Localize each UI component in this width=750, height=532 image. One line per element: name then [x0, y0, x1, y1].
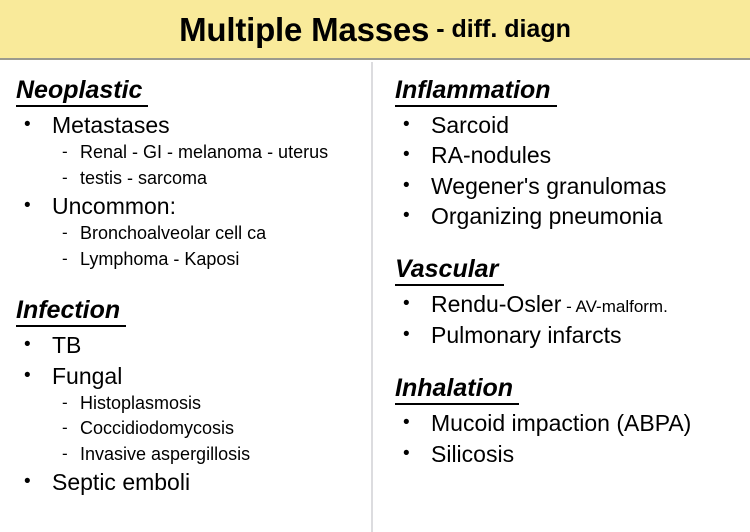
list-item-label: Silicosis [431, 440, 515, 467]
sub-list-item: -testis - sarcoma [16, 166, 365, 191]
bullet-list: •TB•Fungal-Histoplasmosis-Coccidiodomyco… [16, 330, 365, 497]
list-item-label: Organizing pneumonia [431, 203, 663, 230]
list-item-label: Mucoid impaction (ABPA) [431, 410, 692, 437]
list-item: • RA-nodules [395, 140, 744, 170]
bullet-icon: • [24, 471, 31, 493]
sub-list-item-label: Coccidiodomycosis [80, 418, 235, 439]
list-item-label: Septic emboli [52, 469, 191, 496]
list-item: • Uncommon: [16, 191, 365, 221]
sub-list-item: -Invasive aspergillosis [16, 442, 365, 467]
bullet-list: • Mucoid impaction (ABPA) • Silicosis [395, 408, 744, 469]
section-heading: Inflammation [395, 76, 557, 107]
list-item: • Rendu-Osler - AV-malform. [395, 289, 744, 319]
bullet-icon: • [403, 205, 410, 227]
sub-list-item: -Lymphoma - Kaposi [16, 247, 365, 272]
section-neoplastic: Neoplastic•Metastases-Renal - GI - melan… [16, 76, 365, 272]
section-spacer [16, 272, 365, 296]
list-item-label: Pulmonary infarcts [431, 321, 622, 348]
list-item: • Pulmonary infarcts [395, 320, 744, 350]
bullet-icon: • [24, 334, 31, 356]
bullet-icon: • [403, 412, 410, 434]
bullet-icon: • [24, 364, 31, 386]
list-item-label: Fungal [52, 362, 123, 389]
list-item-label: Sarcoid [431, 112, 509, 138]
bullet-list: • Rendu-Osler - AV-malform. • Pulmonary inf… [395, 289, 744, 350]
section-heading: Vascular [395, 255, 505, 287]
column-divider [371, 62, 373, 532]
section-inflammation: Inflammation • Sarcoid • RA-nodules • Wegener'… [395, 76, 744, 231]
slide-body: Neoplastic•Metastases-Renal - GI - melan… [0, 62, 750, 532]
left-column: Neoplastic•Metastases-Renal - GI - melan… [0, 62, 371, 532]
bullet-icon: • [403, 144, 410, 166]
list-item: • TB [16, 330, 365, 360]
list-item-suffix: - AV-malform. [561, 297, 668, 317]
section-heading: Inhalation [395, 374, 520, 406]
dash-icon: - [62, 392, 68, 412]
title-banner: Multiple Masses - diff. diagn [0, 0, 750, 60]
sub-list-item-label: Invasive aspergillosis [80, 443, 251, 464]
bullet-icon: • [403, 293, 410, 315]
dash-icon: - [62, 418, 68, 438]
section-heading: Infection [16, 296, 127, 328]
bullet-icon: • [403, 442, 410, 464]
sub-list-item: -Renal - GI - melanoma - uterus [16, 140, 365, 165]
bullet-icon: • [403, 174, 410, 196]
sub-list-item: -Bronchoalveolar cell ca [16, 221, 365, 246]
dash-icon: - [62, 443, 68, 463]
list-item-label: TB [52, 332, 82, 359]
dash-icon: - [62, 248, 68, 268]
dash-icon: - [62, 142, 68, 162]
list-item-label: Wegener's granulomas [431, 172, 667, 199]
list-item-label: RA-nodules [431, 142, 552, 169]
sub-list-item-label: Bronchoalveolar cell ca [80, 223, 267, 244]
bullet-list: • Sarcoid • RA-nodules • Wegener's granulomas… [395, 110, 744, 231]
list-item: • Wegener's granulomas [395, 171, 744, 201]
sub-list-item: -Coccidiodomycosis [16, 416, 365, 441]
sub-list-item-label: testis - sarcoma [80, 167, 208, 188]
dash-icon: - [62, 167, 68, 187]
section-inhalation: Inhalation • Mucoid impaction (ABPA) • Silic… [395, 374, 744, 469]
section-heading: Neoplastic [16, 76, 149, 107]
bullet-icon: • [403, 114, 410, 135]
list-item-label: Uncommon: [52, 193, 176, 220]
bullet-icon: • [403, 323, 410, 345]
section-vascular: Vascular • Rendu-Osler - AV-malform. • Pulmo… [395, 255, 744, 350]
bullet-list: •Metastases-Renal - GI - melanoma - uter… [16, 110, 365, 272]
list-item-label: Rendu-Osler [431, 291, 562, 318]
list-item-label: Metastases [52, 112, 170, 138]
list-item: • Fungal [16, 361, 365, 391]
sub-list-item-label: Lymphoma - Kaposi [80, 248, 240, 269]
page-subtitle: - diff. diagn [436, 14, 571, 43]
list-item: • Septic emboli [16, 467, 365, 497]
sub-bullet-list: -Bronchoalveolar cell ca-Lymphoma - Kapo… [16, 221, 365, 272]
section-spacer [395, 231, 744, 255]
bullet-icon: • [24, 195, 31, 217]
list-item: • Organizing pneumonia [395, 201, 744, 231]
right-column: Inflammation • Sarcoid • RA-nodules • Wegener'… [373, 62, 750, 532]
list-item: • Sarcoid [395, 110, 744, 140]
sub-list-item: -Histoplasmosis [16, 391, 365, 416]
sub-list-item-label: Renal - GI - melanoma - uterus [80, 142, 329, 163]
list-item: • Mucoid impaction (ABPA) [395, 408, 744, 438]
sub-bullet-list: -Renal - GI - melanoma - uterus-testis -… [16, 140, 365, 191]
page-title: Multiple Masses [179, 10, 430, 48]
dash-icon: - [62, 223, 68, 243]
bullet-icon: • [24, 114, 31, 135]
sub-list-item-label: Histoplasmosis [80, 392, 202, 413]
section-spacer [395, 350, 744, 374]
list-item: • Metastases [16, 110, 365, 140]
list-item: • Silicosis [395, 439, 744, 469]
section-infection: Infection•TB•Fungal-Histoplasmosis-Cocci… [16, 296, 365, 497]
sub-bullet-list: -Histoplasmosis-Coccidiodomycosis-Invasi… [16, 391, 365, 467]
